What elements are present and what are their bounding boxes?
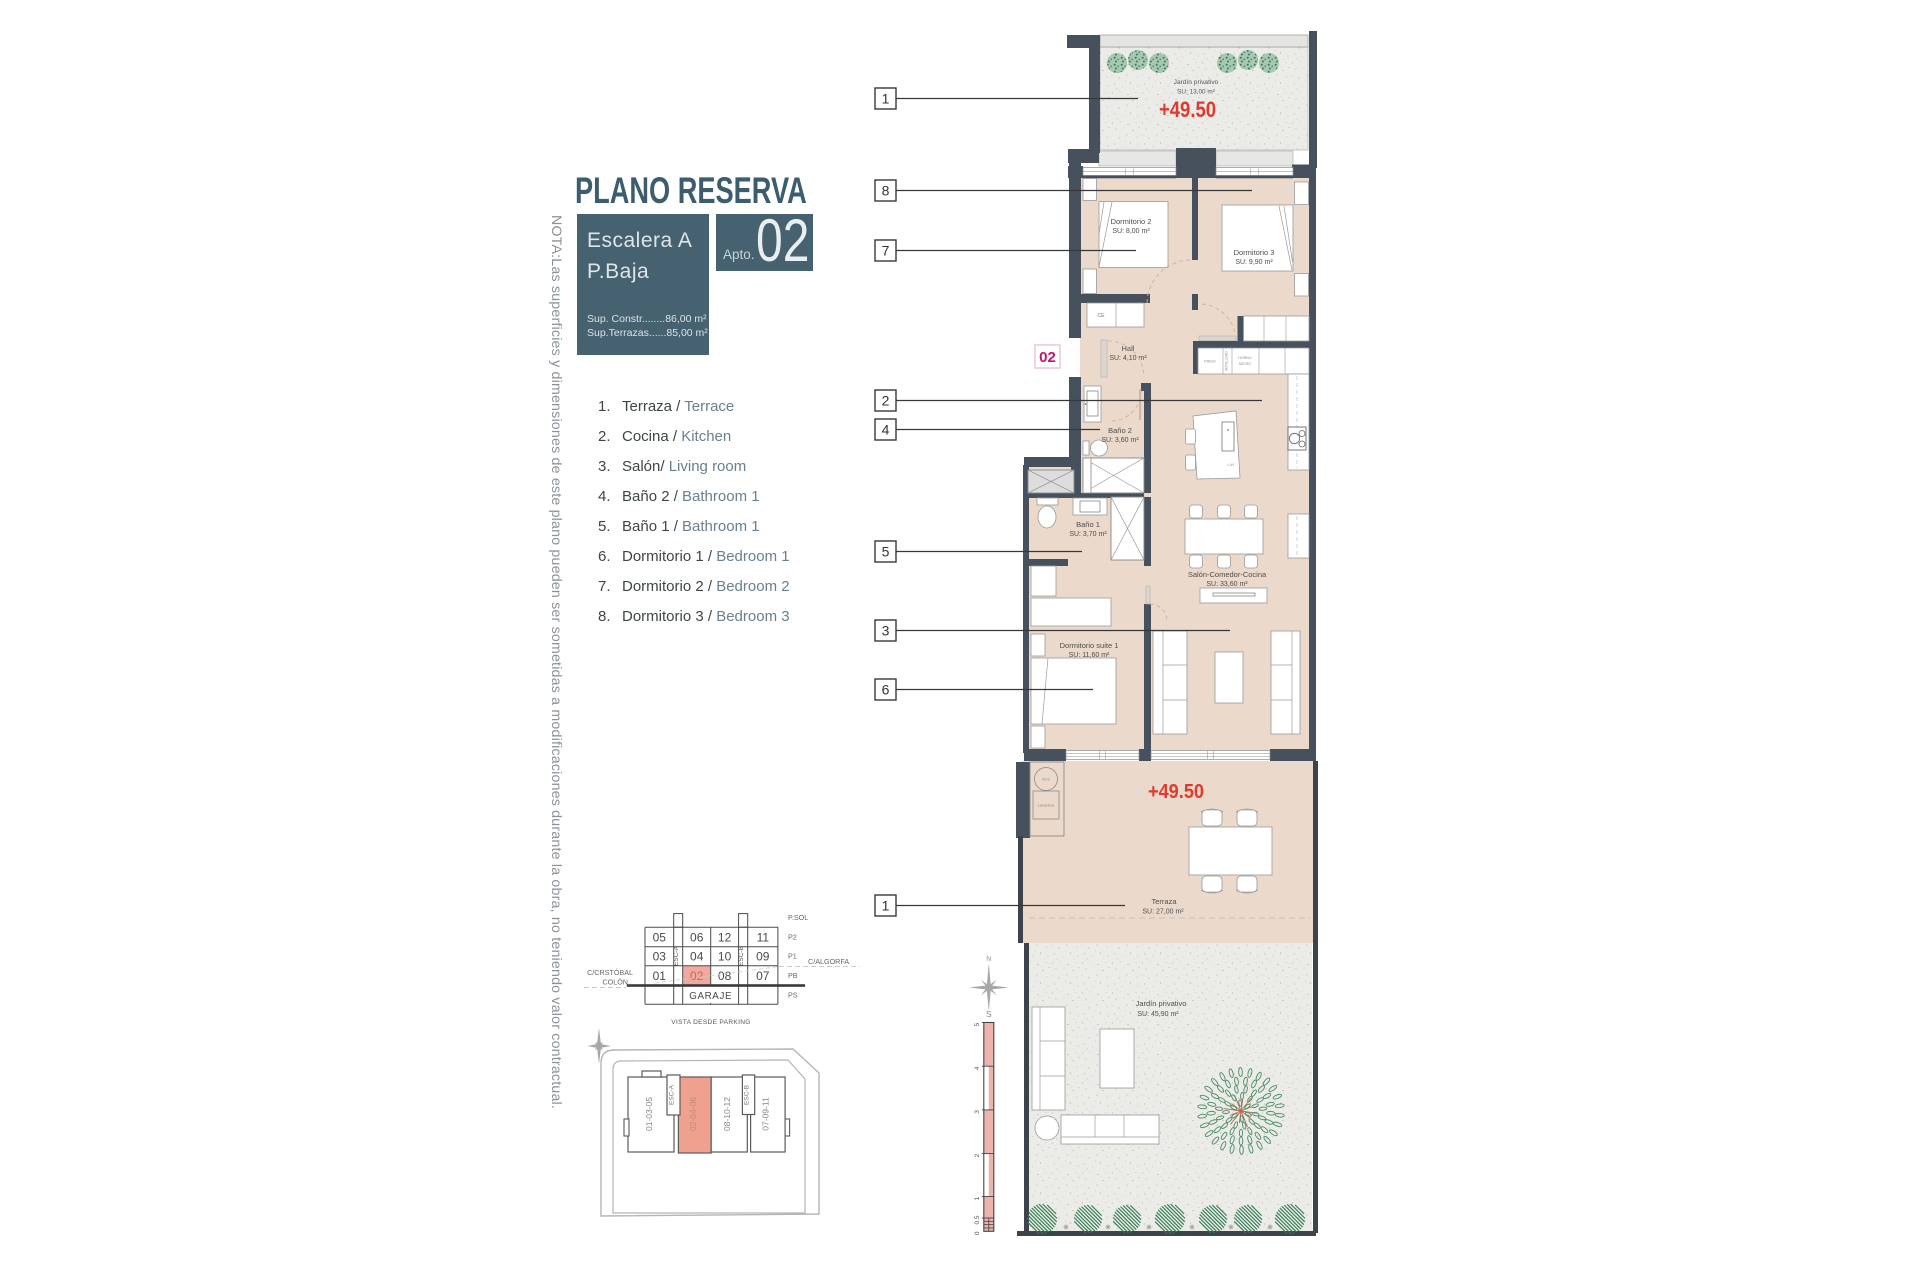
svg-text:SU: 3,60 m²: SU: 3,60 m² [1101,437,1139,444]
svg-text:P1: P1 [788,952,797,961]
svg-text:FRIGO: FRIGO [1204,360,1216,364]
svg-text:2: 2 [974,1153,981,1157]
svg-text:ESC-A: ESC-A [673,945,680,966]
svg-text:02: 02 [690,969,704,983]
svg-text:CE: CE [1098,313,1106,319]
svg-text:5: 5 [882,544,890,560]
svg-text:SU: 9,90 m²: SU: 9,90 m² [1235,259,1273,266]
svg-text:SU: 45,90 m²: SU: 45,90 m² [1137,1011,1179,1018]
svg-text:SU: 27,00 m²: SU: 27,00 m² [1142,909,1184,916]
svg-text:0.5: 0.5 [974,1215,981,1224]
svg-text:C/CRSTÓBAL: C/CRSTÓBAL [587,968,633,977]
svg-text:ESC-A: ESC-A [669,1084,676,1105]
svg-text:01: 01 [653,969,667,983]
svg-text:Baño 1: Baño 1 [1076,520,1100,529]
svg-text:10: 10 [718,950,732,964]
svg-text:07-09-11: 07-09-11 [761,1097,771,1131]
svg-text:SU: 33,60 m²: SU: 33,60 m² [1206,581,1248,588]
svg-text:PS: PS [788,991,798,1000]
svg-text:SU: 4,10 m²: SU: 4,10 m² [1109,355,1147,362]
svg-text:03: 03 [653,950,667,964]
svg-text:BOTELLERO: BOTELLERO [1225,351,1229,371]
svg-text:0: 0 [974,1231,981,1235]
svg-text:6: 6 [882,682,890,698]
svg-text:1: 1 [882,91,890,107]
svg-text:09: 09 [756,950,770,964]
svg-text:Jardín privativo: Jardín privativo [1174,79,1219,86]
svg-text:5: 5 [974,1022,981,1026]
svg-text:HORNO: HORNO [1238,356,1252,360]
svg-text:SU: 8,00 m²: SU: 8,00 m² [1112,228,1150,235]
svg-text:LAV: LAV [1227,462,1235,467]
svg-text:1: 1 [882,898,890,914]
svg-text:ESC-B: ESC-B [738,946,745,966]
svg-text:Dormitorio suite 1: Dormitorio suite 1 [1060,641,1119,650]
svg-text:GARAJE: GARAJE [689,991,732,1002]
svg-text:Dormitorio 2: Dormitorio 2 [1111,217,1152,226]
svg-text:08-10-12: 08-10-12 [722,1097,732,1131]
svg-text:Baño 2: Baño 2 [1108,426,1132,435]
svg-text:P2: P2 [788,933,797,942]
svg-text:P.SOL: P.SOL [788,913,808,922]
svg-text:N: N [986,956,991,963]
svg-text:07: 07 [756,969,770,983]
svg-text:7: 7 [882,243,890,259]
svg-text:SU: 13,00 m²: SU: 13,00 m² [1177,89,1215,96]
svg-text:SU: 3,70 m²: SU: 3,70 m² [1069,531,1107,538]
svg-text:VISTA DESDE PARKING: VISTA DESDE PARKING [671,1019,750,1026]
svg-text:12: 12 [718,931,732,945]
svg-text:C/ALGORFA: C/ALGORFA [808,957,849,966]
svg-text:+49.50: +49.50 [1148,781,1204,803]
svg-text:Salón-Comedor-Cocina: Salón-Comedor-Cocina [1188,570,1267,579]
svg-text:02-04-06: 02-04-06 [688,1097,698,1131]
svg-text:COLÓN: COLÓN [602,978,628,987]
svg-text:Dormitorio 3: Dormitorio 3 [1234,248,1275,257]
svg-text:ESC-B: ESC-B [744,1085,751,1105]
svg-text:Lavadora: Lavadora [1038,803,1055,808]
svg-text:2: 2 [882,393,890,409]
svg-text:8: 8 [882,183,890,199]
svg-text:SU: 11,60 m²: SU: 11,60 m² [1069,652,1110,659]
svg-text:Jardín privativo: Jardín privativo [1136,999,1187,1008]
svg-text:05: 05 [653,931,667,945]
svg-text:3: 3 [974,1110,981,1114]
svg-text:PB: PB [788,971,798,980]
svg-text:Hall: Hall [1122,344,1135,353]
svg-text:04: 04 [690,950,704,964]
svg-text:ACS: ACS [1042,778,1050,782]
svg-text:11: 11 [757,931,770,945]
svg-text:S: S [986,1009,992,1019]
svg-text:Terraza: Terraza [1151,897,1177,906]
svg-text:01-03-05: 01-03-05 [644,1097,654,1131]
svg-text:06: 06 [690,931,704,945]
svg-text:08: 08 [718,969,732,983]
svg-text:02: 02 [1039,349,1056,366]
svg-text:4: 4 [882,422,890,438]
svg-text:1: 1 [974,1196,981,1200]
svg-text:MICRO: MICRO [1239,362,1251,366]
svg-text:4: 4 [974,1066,981,1070]
svg-text:3: 3 [882,623,890,639]
svg-text:+49.50: +49.50 [1159,97,1216,122]
